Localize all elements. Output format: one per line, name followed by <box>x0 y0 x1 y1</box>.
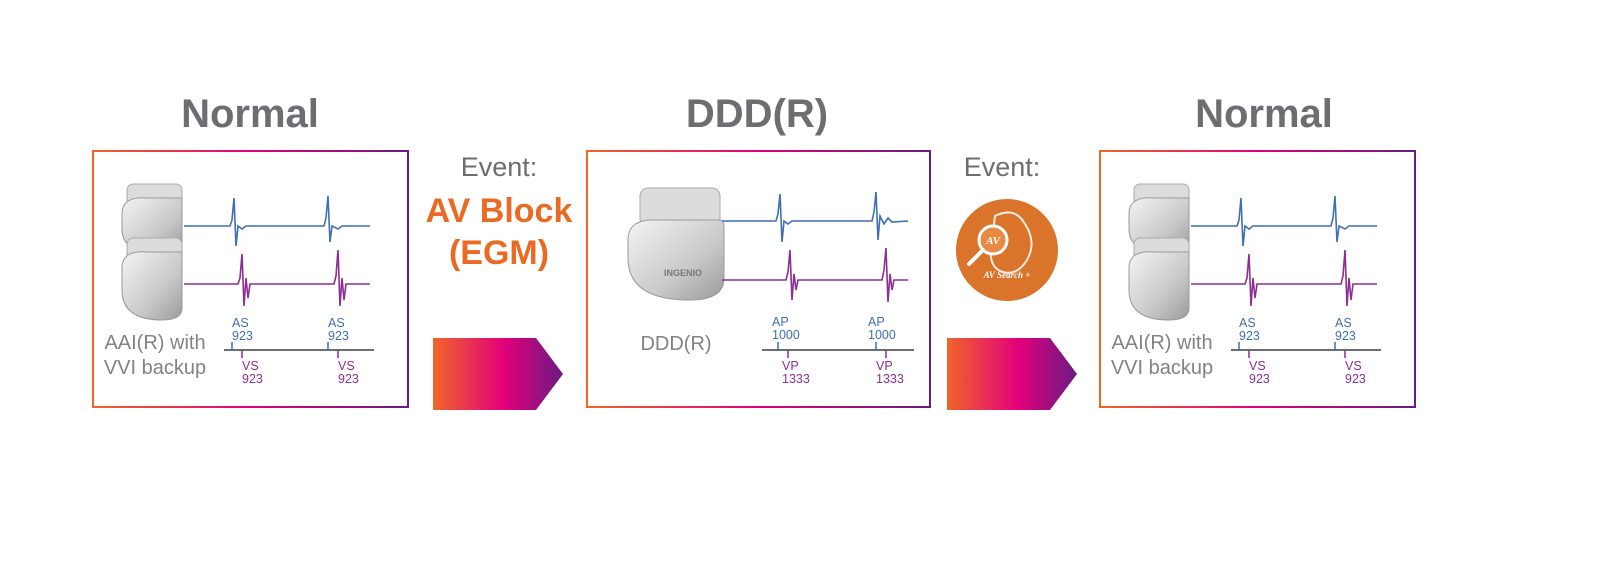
marker-name: VP <box>876 359 893 373</box>
chevron-arrow-icon <box>947 338 1077 410</box>
mode-label: DDD(R) <box>626 332 726 357</box>
marker-label: VS 923 <box>242 360 263 386</box>
ventricular-egm-trace <box>184 249 370 307</box>
panel-3-border <box>1099 150 1416 408</box>
panel-1-border <box>92 150 409 408</box>
chevron-arrow-icon <box>433 338 563 410</box>
event-2-heading: Event: <box>963 152 1041 182</box>
marker-label: VS 923 <box>1249 360 1270 386</box>
badge-bottom-text: AV Search + <box>983 270 1031 280</box>
marker-name: VS <box>242 359 259 373</box>
pacemaker-device-icon <box>121 237 183 321</box>
marker-value: 923 <box>1335 329 1356 343</box>
atrial-egm-trace <box>1191 195 1377 247</box>
marker-value: 923 <box>1249 372 1270 386</box>
marker-name: VP <box>782 359 799 373</box>
panel-2: INGENIO DDD(R) AP 1000 AP 1000 VP 1333 V… <box>586 150 932 408</box>
mode-label-line: AAI(R) with <box>104 332 206 354</box>
panel-2-border <box>586 150 931 408</box>
marker-value: 923 <box>232 329 253 343</box>
marker-label: VP 1333 <box>876 360 904 386</box>
badge-top-text: AV <box>985 235 1002 247</box>
marker-value: 1000 <box>868 328 896 342</box>
atrial-egm-trace <box>722 191 909 243</box>
panel-1: AAI(R) with VVI backup AS 923 AS 923 VS … <box>92 150 410 408</box>
marker-value: 1333 <box>876 372 904 386</box>
mode-label: AAI(R) with VVI backup <box>100 331 210 381</box>
marker-value: 923 <box>242 372 263 386</box>
device-label: INGENIO <box>664 268 702 278</box>
marker-name: AS <box>1335 316 1352 330</box>
mode-label-line: VVI backup <box>103 357 207 379</box>
marker-label: AP 1000 <box>868 316 896 342</box>
marker-label: AS 923 <box>232 317 253 343</box>
event-1-description: AV Block (EGM) <box>409 190 589 274</box>
marker-label: VS 923 <box>338 360 359 386</box>
panel-3-title: Normal <box>1195 92 1333 136</box>
pacemaker-device-icon: INGENIO <box>627 187 725 301</box>
marker-name: AS <box>232 316 249 330</box>
marker-value: 1333 <box>782 372 810 386</box>
marker-label: AS 923 <box>1239 317 1260 343</box>
panel-1-title: Normal <box>181 92 319 136</box>
event-1-line: AV Block <box>425 192 573 230</box>
marker-label: AP 1000 <box>772 316 800 342</box>
marker-name: AS <box>1239 316 1256 330</box>
marker-value: 923 <box>1345 372 1366 386</box>
marker-value: 923 <box>338 372 359 386</box>
panel-1-graphic <box>92 150 409 408</box>
marker-name: VS <box>1345 359 1362 373</box>
marker-value: 923 <box>328 329 349 343</box>
pacemaker-device-icon <box>1128 237 1190 321</box>
marker-label: AS 923 <box>328 317 349 343</box>
ventricular-egm-trace <box>1191 249 1377 307</box>
mode-label-line: DDD(R) <box>640 333 712 355</box>
marker-name: AP <box>868 315 885 329</box>
panel-2-title: DDD(R) <box>685 92 829 136</box>
event-1-line: (EGM) <box>448 234 550 272</box>
heart-magnifier-icon: AV AV Search + <box>956 199 1058 301</box>
mode-label-line: AAI(R) with <box>1111 332 1213 354</box>
marker-value: 923 <box>1239 329 1260 343</box>
marker-name: VS <box>1249 359 1266 373</box>
marker-value: 1000 <box>772 328 800 342</box>
panel-2-graphic: INGENIO <box>586 150 931 408</box>
mode-label: AAI(R) with VVI backup <box>1107 331 1217 381</box>
event-1-heading: Event: <box>460 152 538 182</box>
marker-label: AS 923 <box>1335 317 1356 343</box>
marker-name: AS <box>328 316 345 330</box>
panel-3-graphic <box>1099 150 1416 408</box>
atrial-egm-trace <box>184 195 370 247</box>
panel-3: AAI(R) with VVI backup AS 923 AS 923 VS … <box>1099 150 1417 408</box>
marker-label: VS 923 <box>1345 360 1366 386</box>
marker-name: VS <box>338 359 355 373</box>
ventricular-egm-trace <box>722 247 908 303</box>
mode-label-line: VVI backup <box>1110 357 1214 379</box>
marker-name: AP <box>772 315 789 329</box>
marker-label: VP 1333 <box>782 360 810 386</box>
